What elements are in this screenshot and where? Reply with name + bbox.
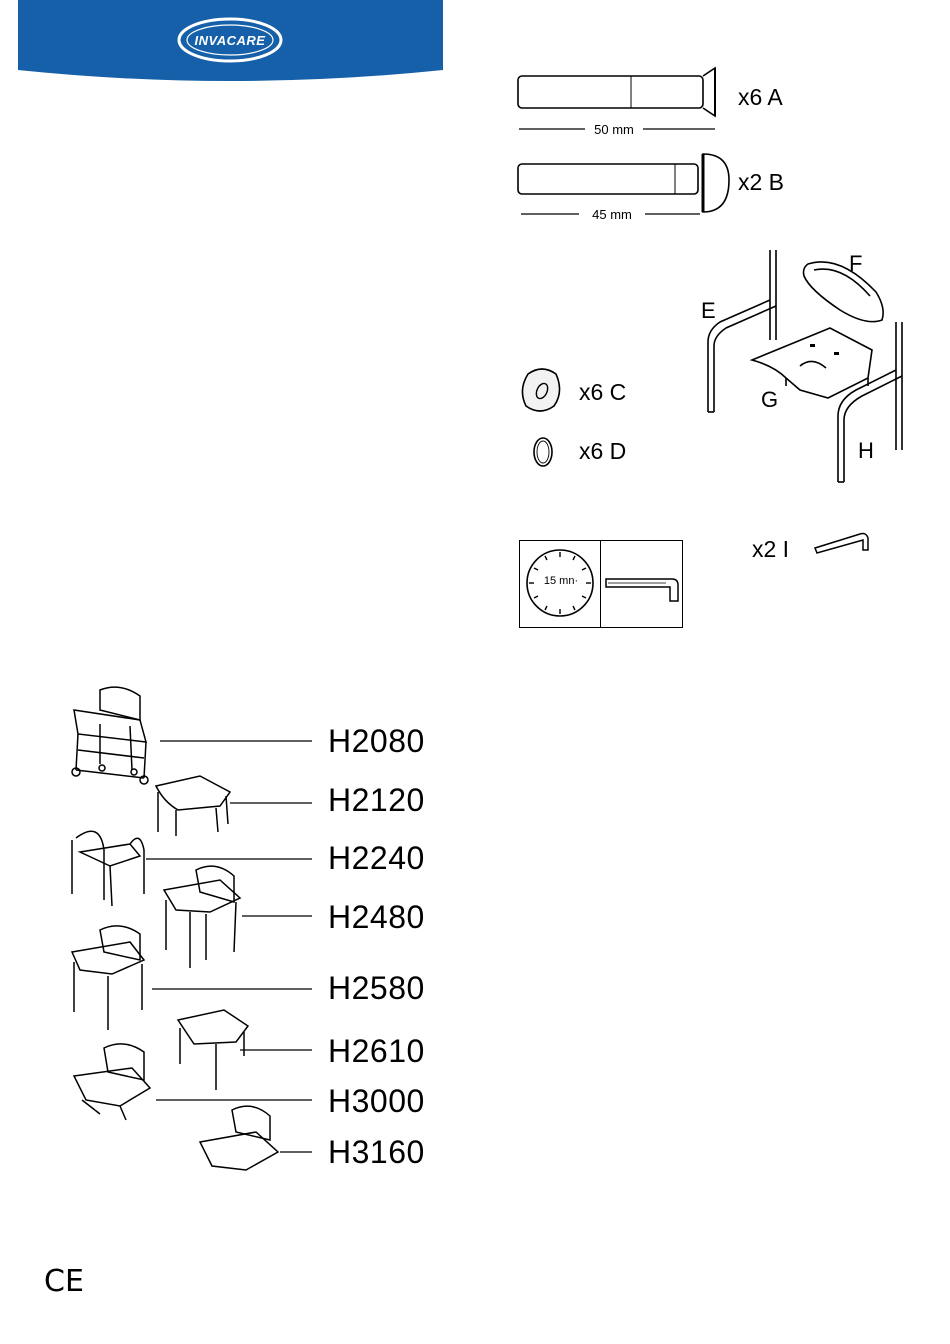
part-h-label: H	[858, 438, 874, 464]
screw-b-length: 45 mm	[592, 207, 632, 222]
model-label-h2080: H2080	[328, 723, 425, 760]
chair-h2580-drawing	[72, 926, 144, 1030]
model-label-h2480: H2480	[328, 899, 425, 936]
chair-h3160-drawing	[200, 1106, 278, 1170]
model-drawings	[60, 680, 320, 1180]
screw-a-length: 50 mm	[594, 122, 634, 137]
header-band: INVACARE	[18, 0, 443, 86]
hex-key-i-quantity: x2 I	[752, 536, 789, 563]
part-e-label: E	[701, 298, 716, 324]
box-divider	[600, 541, 601, 627]
washer-c-drawing	[520, 366, 565, 416]
chair-h2240-drawing	[72, 831, 144, 906]
ring-d-drawing	[530, 434, 560, 474]
ring-d-quantity: x6 D	[579, 438, 626, 465]
model-label-h2580: H2580	[328, 970, 425, 1007]
screw-b-quantity: x2 B	[738, 169, 784, 196]
ce-mark: CE	[44, 1264, 84, 1299]
chair-h3000-drawing	[74, 1044, 150, 1120]
chair-h2610-drawing	[178, 1010, 248, 1090]
screw-a-quantity: x6 A	[738, 84, 783, 111]
model-label-h3000: H3000	[328, 1083, 425, 1120]
brand-name: INVACARE	[195, 33, 266, 48]
frame-assembly-drawing	[690, 240, 915, 490]
screw-b-drawing: 45 mm	[515, 150, 730, 225]
part-f-label: F	[849, 251, 862, 277]
hex-key-i-drawing	[812, 528, 872, 558]
model-label-h3160: H3160	[328, 1134, 425, 1171]
part-g-label: G	[761, 387, 778, 413]
assembly-time-label: 15 mn·	[536, 575, 586, 587]
washer-c-quantity: x6 C	[579, 379, 626, 406]
hex-key-tool-icon	[604, 570, 680, 606]
chair-h2120-drawing	[156, 776, 230, 836]
screw-a-drawing: 50 mm	[515, 64, 730, 139]
model-label-h2610: H2610	[328, 1033, 425, 1070]
model-label-h2240: H2240	[328, 840, 425, 877]
chair-h2480-drawing	[164, 866, 240, 968]
model-label-h2120: H2120	[328, 782, 425, 819]
chair-h2080-drawing	[72, 687, 148, 784]
